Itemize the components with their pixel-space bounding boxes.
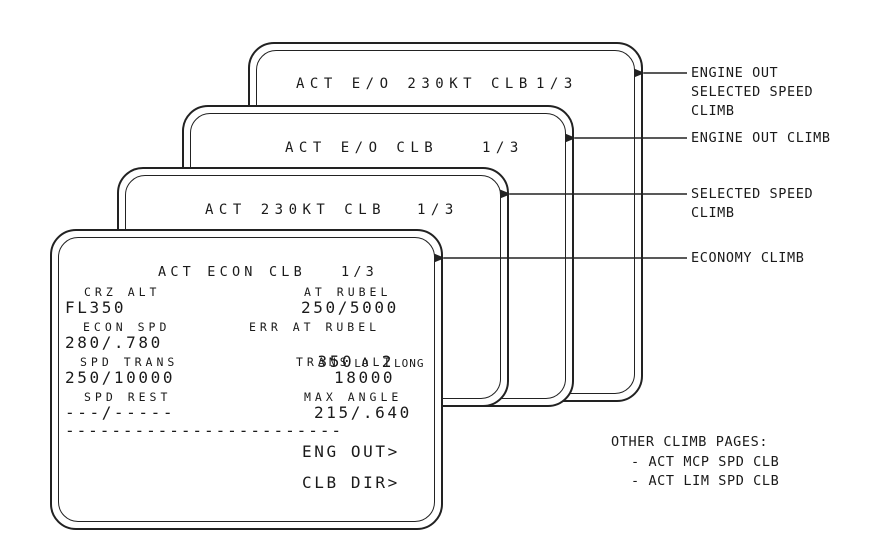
spd-rest-label: SPD REST	[84, 390, 172, 404]
page-title: ACT E/O CLB	[285, 140, 439, 156]
page-number: 1/3	[417, 202, 459, 218]
callout-economy-climb: ECONOMY CLIMB	[691, 250, 805, 266]
err-lo-suffix: LO	[354, 357, 370, 370]
other-pages-item: - ACT LIM SPD CLB	[631, 473, 780, 489]
spd-rest-value: ---/-----	[65, 403, 176, 422]
trans-alt-label: TRANS ALT	[296, 355, 395, 369]
callout-engine-out-selected-speed: ENGINE OUT SELECTED SPEED CLIMB	[691, 65, 814, 119]
err-mid: 2	[369, 352, 394, 371]
clb-dir-prompt[interactable]: CLB DIR>	[302, 473, 400, 492]
err-distance: 350	[317, 352, 355, 371]
err-at-rubel-label: ERR AT RUBEL	[249, 320, 381, 334]
at-rubel-value: 250/5000	[301, 298, 399, 317]
page-number: 1/3	[482, 140, 524, 156]
err-at-rubel-value: 350LO 2LONG	[279, 333, 424, 390]
page-number: 1/3	[341, 264, 378, 280]
econ-spd-value: 280/.780	[65, 333, 163, 352]
page-number: 1/3	[536, 76, 578, 92]
spd-trans-label: SPD TRANS	[80, 355, 179, 369]
at-rubel-label: AT RUBEL	[304, 285, 392, 299]
other-pages-item: - ACT MCP SPD CLB	[631, 454, 780, 470]
crz-alt-value: FL350	[65, 298, 127, 317]
trans-alt-value: 18000	[334, 368, 396, 387]
page-title: ACT ECON CLB	[158, 264, 306, 280]
err-long-suffix: LONG	[393, 357, 425, 370]
page-title: ACT 230KT CLB	[205, 202, 387, 218]
max-angle-value: 215/.640	[314, 403, 412, 422]
callout-selected-speed-climb: SELECTED SPEED CLIMB	[691, 186, 814, 221]
separator-line: ------------------------	[65, 421, 343, 440]
cdu-bezel-inner	[58, 237, 435, 522]
crz-alt-label: CRZ ALT	[84, 285, 161, 299]
callout-engine-out-climb: ENGINE OUT CLIMB	[691, 130, 831, 146]
eng-out-prompt[interactable]: ENG OUT>	[302, 442, 400, 461]
other-pages-heading: OTHER CLIMB PAGES:	[611, 434, 769, 450]
econ-spd-label: ECON SPD	[83, 320, 171, 334]
max-angle-label: MAX ANGLE	[304, 390, 403, 404]
spd-trans-value: 250/10000	[65, 368, 176, 387]
page-title: ACT E/O 230KT CLB	[296, 76, 533, 92]
cdu-page-economy-climb: ACT ECON CLB 1/3 CRZ ALT AT RUBEL FL350 …	[50, 229, 443, 530]
